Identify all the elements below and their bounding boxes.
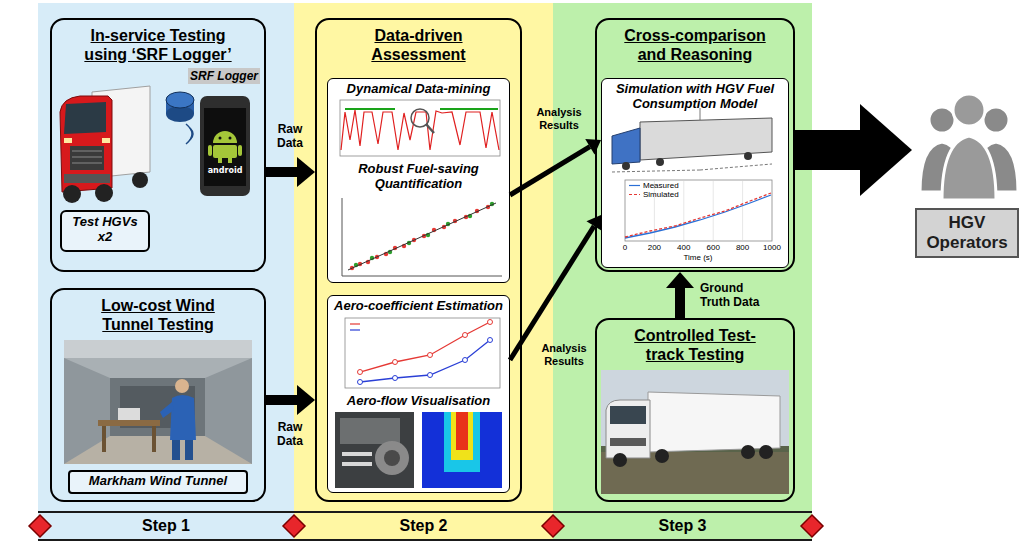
box-title: Cross-comparison and Reasoning <box>618 26 773 64</box>
panel-heading: Simulation with HGV Fuel Consumption Mod… <box>608 81 783 111</box>
step-label: Step 2 <box>324 512 524 540</box>
panel-heading: Dynamical Data-mining <box>331 81 506 96</box>
panel-heading: Robust Fuel-saving Quantification <box>344 161 494 191</box>
axis-tick: 200 <box>639 243 669 252</box>
axis-tick: 400 <box>669 243 699 252</box>
label-holder: Raw Data <box>268 420 312 448</box>
box-title: Controlled Test-track Testing <box>618 326 773 364</box>
panel-heading: Aero-flow Visualisation <box>331 393 506 408</box>
axis-tick: 800 <box>728 243 758 252</box>
axis-tick: 600 <box>698 243 728 252</box>
label-holder: 1000 <box>757 243 787 252</box>
process-box: Data-driven AssessmentDynamical Data-min… <box>315 18 522 502</box>
panel-box: Aero-coefficient EstimationAero-flow Vis… <box>327 295 510 493</box>
label-holder: 400 <box>669 243 699 252</box>
connector-label: Ground Truth Data <box>700 281 772 309</box>
box-title: In-service Testing using ‘SRF Logger’ <box>73 26 243 64</box>
device-label: SRF Logger <box>188 68 260 84</box>
process-box: In-service Testing using ‘SRF Logger’ Tes… <box>50 18 266 272</box>
connector-label: Analysis Results <box>533 106 585 132</box>
label-holder: 600 <box>698 243 728 252</box>
panel-heading: Aero-coefficient Estimation <box>331 298 506 313</box>
connector-label: Raw Data <box>268 420 312 448</box>
chart-legend-text: Simulated <box>643 190 689 199</box>
process-box: Low-cost Wind Tunnel TestingMarkham Wind… <box>50 288 266 502</box>
caption-box: Markham Wind Tunnel <box>68 470 248 494</box>
box-title: Data-driven Assessment <box>344 26 494 64</box>
process-box: Controlled Test-track Testing <box>595 318 795 502</box>
label-holder: android <box>205 166 245 175</box>
step-label: Step 1 <box>66 512 266 540</box>
caption-text: Markham Wind Tunnel <box>70 473 246 488</box>
label-holder: Analysis Results <box>533 106 585 132</box>
step-band: Step 2 Data-driven AssessmentDynamical Da… <box>294 3 553 540</box>
step-label: Step 3 <box>583 512 783 540</box>
label-holder: SRF Logger <box>188 68 260 84</box>
actor-label: HGV Operators <box>915 208 1019 258</box>
label-holder: Analysis Results <box>538 342 590 368</box>
label-holder: Ground Truth Data <box>700 281 772 309</box>
caption-text: Test HGVs x2 <box>66 214 144 244</box>
actor-node: HGV Operators <box>912 88 1022 260</box>
connector-label: Analysis Results <box>538 342 590 368</box>
axis-tick: 0 <box>610 243 640 252</box>
arrowhead <box>860 104 912 196</box>
chart-legend-text: Measured <box>643 181 689 190</box>
label-holder: Raw Data <box>268 122 312 150</box>
connector-label: Raw Data <box>268 122 312 150</box>
process-box: Cross-comparison and ReasoningSimulation… <box>595 18 795 272</box>
step-band: Step 3 Cross-comparison and ReasoningSimu… <box>553 3 812 540</box>
screen-label: android <box>205 166 245 175</box>
connector-group <box>795 104 912 196</box>
label-holder: 800 <box>728 243 758 252</box>
label-holder: Time (s) <box>673 253 723 262</box>
label-holder: Measured <box>643 181 689 190</box>
box-title: Low-cost Wind Tunnel Testing <box>76 296 241 334</box>
label-holder: 200 <box>639 243 669 252</box>
axis-tick: 1000 <box>757 243 787 252</box>
people-icon <box>920 94 1018 200</box>
axis-title: Time (s) <box>673 253 723 262</box>
label-holder: Simulated <box>643 190 689 199</box>
label-holder: 0 <box>610 243 640 252</box>
caption-box: Test HGVs x2 <box>60 210 150 252</box>
panel-box: Simulation with HGV Fuel Consumption Mod… <box>601 78 789 268</box>
panel-box: Dynamical Data-miningRobust Fuel-saving … <box>327 78 510 283</box>
